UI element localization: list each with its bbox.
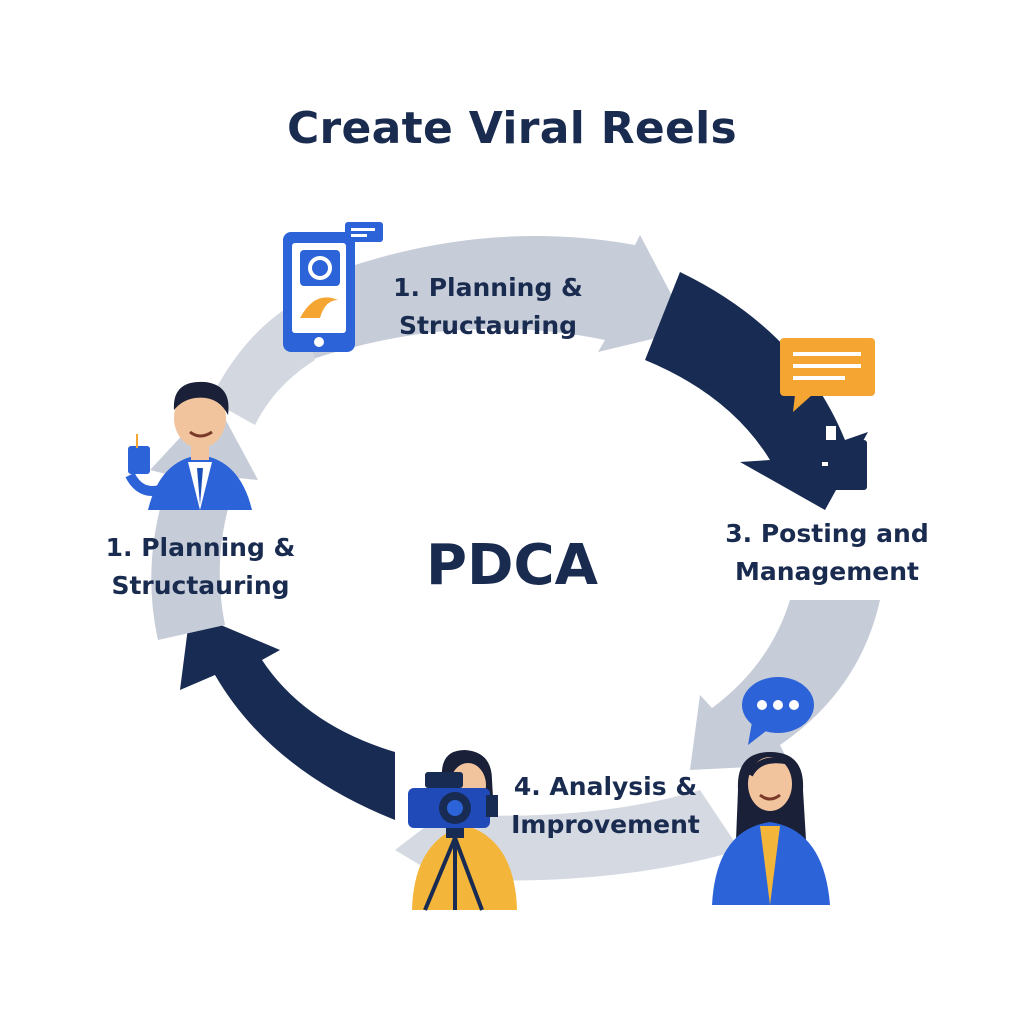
woman-with-speech-bubble-icon <box>712 677 830 905</box>
step-label-left-line2: Structauring <box>111 571 290 600</box>
step-label-left: 1. Planning & Structauring <box>88 529 313 605</box>
step-label-top-line2: Structauring <box>398 311 578 340</box>
businessman-with-coffee-icon <box>125 381 252 510</box>
step-label-right: 3. Posting and Management <box>712 515 942 591</box>
step-label-bottom-line1: 4. Analysis & <box>513 772 698 801</box>
cycle-arrow-top <box>300 235 690 360</box>
step-label-bottom-line2: Improvement <box>511 810 700 839</box>
cycle-arrow-left <box>150 400 258 640</box>
step-label-top-line1: 1. Planning & <box>393 273 583 302</box>
step-label-right-line2: Management <box>734 557 920 586</box>
cycle-arrow-bottom-left <box>180 612 395 820</box>
box-icon <box>812 426 867 490</box>
chat-bubble-icon <box>780 338 875 412</box>
page-title: Create Viral Reels <box>286 103 738 154</box>
smartphone-icon <box>283 222 383 352</box>
pdca-center-label: PDCA <box>426 533 598 598</box>
camera-operator-icon <box>408 750 517 911</box>
step-label-bottom: 4. Analysis & Improvement <box>498 768 713 844</box>
step-label-left-line1: 1. Planning & <box>105 533 296 562</box>
step-label-right-line1: 3. Posting and <box>725 519 929 548</box>
step-label-top: 1. Planning & Structauring <box>378 269 598 345</box>
